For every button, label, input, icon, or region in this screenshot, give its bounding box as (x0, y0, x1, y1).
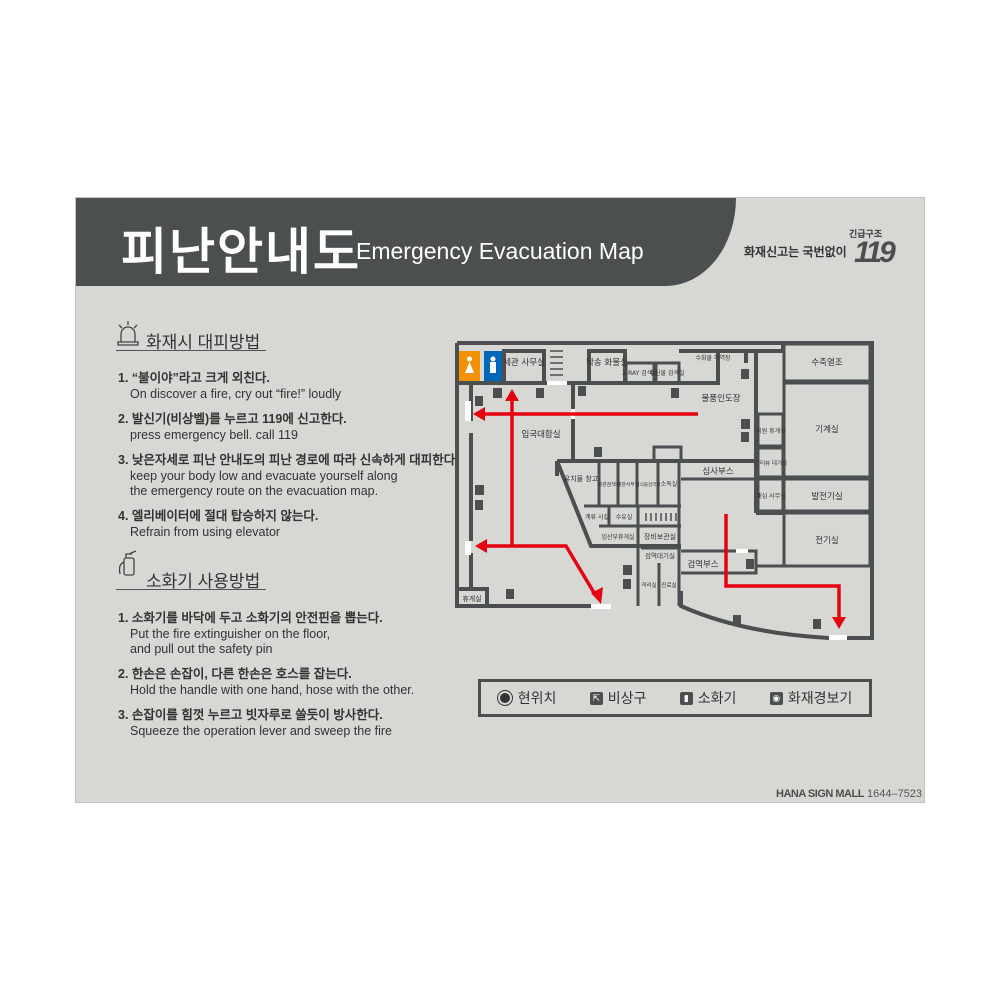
list-item: 4. 엘리베이터에 절대 탑승하지 않는다.Refrain from using… (118, 509, 319, 539)
fire-extinguisher-icon (118, 550, 137, 576)
room-thermal: 수축열조 (811, 358, 842, 368)
list-item: 1. “불이야”라고 크게 외친다.On discover a fire, cr… (118, 371, 342, 401)
map-legend: 현위치 ⇱비상구 ▮소화기 ◉화재경보기 (478, 679, 872, 717)
evacuation-sign: 피난안내도 Emergency Evacuation Map 화재신고는 국번없… (75, 197, 925, 803)
room-maternity: 임산부휴게실 (601, 533, 634, 541)
room-inspection: 수신물 검색실 (649, 369, 684, 377)
room-customs-search: 세관검색실 (597, 481, 620, 488)
outer-wall (455, 341, 874, 640)
legend-emergency-exit: ⇱비상구 (589, 688, 646, 708)
divider (116, 350, 266, 351)
legend-fire-alarm: ◉화재경보기 (769, 688, 852, 708)
room-arrival-hall: 입국대합실 (521, 429, 560, 440)
room-equipment: 장비보관실 (644, 532, 676, 541)
room-isolation: 격리실 (641, 581, 656, 589)
page-title: 피난안내도 (121, 224, 361, 280)
list-item: 1. 소화기를 바닥에 두고 소화기의 안전핀을 뽑는다.Put the fir… (118, 611, 383, 656)
room-generator: 발전기실 (811, 491, 842, 502)
evacuation-steps: 1. “불이야”라고 크게 외친다.On discover a fire, cr… (118, 370, 459, 549)
report-slogan: 화재신고는 국번없이 (744, 245, 847, 259)
room-electric: 전기실 (815, 535, 838, 546)
legend-fire-extinguisher: ▮소화기 (679, 688, 736, 708)
room-mooring: 계류 시설 (585, 513, 609, 521)
room-quarantine: 동식물검역실 (636, 481, 661, 488)
room-xray: X-RAY 검색실 (622, 369, 658, 377)
fire-alarm-icon: ◉ (769, 691, 783, 705)
evacuation-title: 화재시 대피방법 (146, 333, 261, 352)
exit-gap (829, 635, 847, 640)
page-subtitle: Emergency Evacuation Map (356, 238, 644, 264)
current-location-icon (496, 690, 513, 706)
evacuation-route (483, 399, 841, 619)
list-item: 3. 손잡이를 힘껏 누르고 빗자루로 쓸듯이 방사한다.Squeeze the… (118, 708, 392, 738)
list-item: 2. 발신기(비상벨)를 누르고 119에 신고한다.press emergen… (118, 412, 347, 442)
room-disinfection: 소독실 (661, 480, 678, 488)
exit-gap (465, 401, 471, 421)
exit-gap (465, 541, 471, 555)
siren-icon (117, 321, 139, 346)
legend-current-location: 현위치 (496, 688, 556, 708)
room-unloading: 수화물 하역장 (695, 354, 731, 362)
room-immigration: 심사부스 (702, 466, 733, 477)
emergency-label: 긴급구조 (849, 229, 883, 239)
route-arrowheads (473, 389, 846, 629)
room-reexam: 재심 사무실 (756, 492, 786, 500)
emergency-exit-markers (475, 388, 750, 575)
room-storage: 유치물 창고 (564, 474, 599, 483)
room-cargo: 탁송 화물실 (586, 357, 628, 368)
emergency-exit-icon: ⇱ (589, 691, 603, 705)
room-lounge: 휴게실 (462, 594, 481, 603)
header-bar: 피난안내도 Emergency Evacuation Map (76, 198, 736, 286)
list-item: 2. 한손은 손잡이, 다른 한손은 호스를 잡는다.Hold the hand… (118, 667, 415, 697)
room-nursing: 수유실 (616, 513, 633, 521)
room-staff-lounge: 직원 휴게실 (756, 427, 786, 435)
extinguisher-title: 소화기 사용방법 (146, 572, 261, 591)
room-quarantine-booth: 검역부스 (687, 559, 718, 570)
divider (116, 589, 266, 590)
floor-map: 세관 사무실 탁송 화물실 X-RAY 검색실 수신물 검색실 수화물 하역장 … (455, 341, 874, 640)
room-customs-office-2: 세관사무실 (616, 481, 639, 488)
fire-extinguisher-icon: ▮ (679, 691, 693, 705)
list-item: 3. 낮은자세로 피난 안내도의 피난 경로에 따라 신속하게 대피한다.kee… (118, 453, 459, 498)
extinguisher-steps: 1. 소화기를 바닥에 두고 소화기의 안전핀을 뽑는다.Put the fir… (118, 610, 414, 748)
room-clinic: 진료실 (661, 581, 676, 589)
room-interview: 인터뷰 대기실 (755, 459, 787, 467)
room-baggage-claim: 물품인도장 (701, 393, 740, 404)
room-machine: 기계실 (815, 424, 838, 435)
emergency-number: 119 (854, 236, 896, 269)
room-customs-office: 세관 사무실 (503, 357, 545, 368)
exit-gap (591, 604, 611, 609)
fire-extinguisher-markers (475, 369, 821, 629)
room-quarantine-wait: 검역대기실 (645, 551, 675, 560)
footer-brand: HANA SIGN MALL 1644–7523 (776, 788, 923, 800)
